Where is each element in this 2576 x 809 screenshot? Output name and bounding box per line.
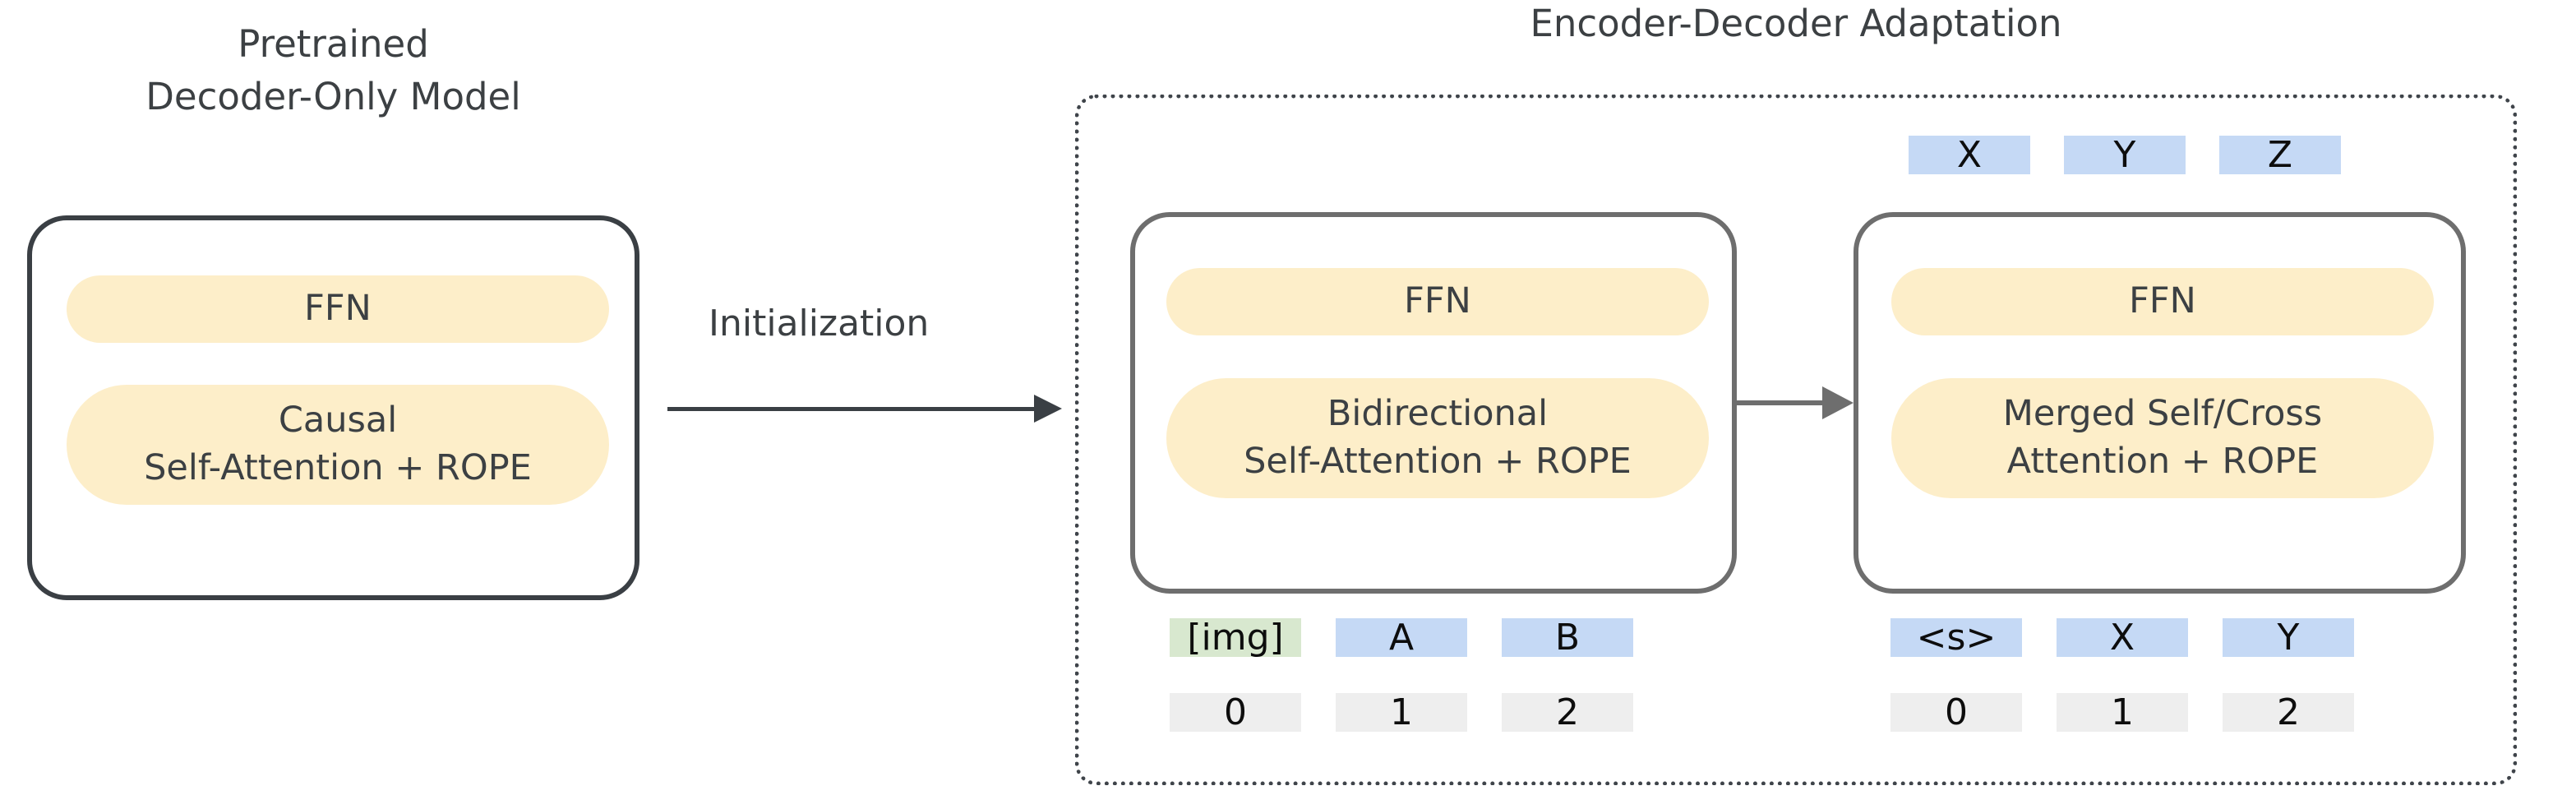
pretrained-attention-block: Causal Self-Attention + ROPE	[67, 385, 609, 505]
encoder-ffn-block: FFN	[1166, 268, 1709, 335]
encoder-position-cell: 1	[1336, 691, 1467, 733]
encoder-position-cell: 2	[1502, 691, 1633, 733]
decoder-ffn-block: FFN	[1891, 268, 2434, 335]
decoder-input-token-row: <s> X Y	[1890, 617, 2354, 659]
encoder-input-token: [img]	[1170, 617, 1301, 659]
pretrained-attention-line2: Self-Attention + ROPE	[144, 447, 532, 488]
pretrained-attention-line1: Causal	[278, 400, 398, 441]
encoder-input-token: A	[1336, 617, 1467, 659]
pretrained-ffn-label: FFN	[304, 288, 372, 330]
encoder-attention-line2: Self-Attention + ROPE	[1244, 441, 1632, 482]
decoder-position-cell: 1	[2057, 691, 2188, 733]
decoder-position-cell: 2	[2223, 691, 2354, 733]
encoder-input-token-row: [img] A B	[1170, 617, 1633, 659]
encoder-model-box: FFN Bidirectional Self-Attention + ROPE	[1130, 212, 1737, 594]
left-panel-title: Pretrained Decoder-Only Model	[27, 18, 639, 123]
initialization-arrow-head-icon	[1034, 395, 1062, 423]
decoder-input-token: Y	[2223, 617, 2354, 659]
decoder-ffn-label: FFN	[2129, 280, 2196, 322]
encoder-decoder-dotted-container	[1075, 95, 2517, 785]
encoder-to-decoder-arrow-line	[1737, 400, 1826, 405]
decoder-position-row: 0 1 2	[1890, 691, 2354, 733]
encoder-position-row: 0 1 2	[1170, 691, 1633, 733]
decoder-model-box: FFN Merged Self/Cross Attention + ROPE	[1854, 212, 2466, 594]
encoder-to-decoder-arrow-head-icon	[1822, 386, 1854, 419]
pretrained-ffn-block: FFN	[67, 275, 609, 343]
encoder-ffn-label: FFN	[1404, 280, 1471, 322]
initialization-arrow-line	[667, 407, 1037, 411]
left-panel-title-line2: Decoder-Only Model	[145, 74, 521, 118]
encoder-position-cell: 0	[1170, 691, 1301, 733]
decoder-output-token: X	[1909, 134, 2030, 176]
decoder-input-token: <s>	[1890, 617, 2022, 659]
decoder-attention-line2: Attention + ROPE	[2006, 441, 2319, 482]
decoder-position-cell: 0	[1890, 691, 2022, 733]
decoder-output-token: Y	[2064, 134, 2186, 176]
decoder-attention-line1: Merged Self/Cross	[2002, 393, 2323, 435]
decoder-input-token: X	[2057, 617, 2188, 659]
decoder-output-token: Z	[2219, 134, 2341, 176]
encoder-input-token: B	[1502, 617, 1633, 659]
initialization-label: Initialization	[709, 303, 930, 344]
decoder-attention-block: Merged Self/Cross Attention + ROPE	[1891, 378, 2434, 498]
right-panel-title: Encoder-Decoder Adaptation	[1530, 2, 2062, 45]
encoder-attention-block: Bidirectional Self-Attention + ROPE	[1166, 378, 1709, 498]
left-panel-title-line1: Pretrained	[238, 22, 429, 66]
encoder-attention-line1: Bidirectional	[1327, 393, 1549, 435]
pretrained-model-box: FFN Causal Self-Attention + ROPE	[27, 215, 639, 600]
decoder-output-token-row: X Y Z	[1909, 134, 2341, 176]
